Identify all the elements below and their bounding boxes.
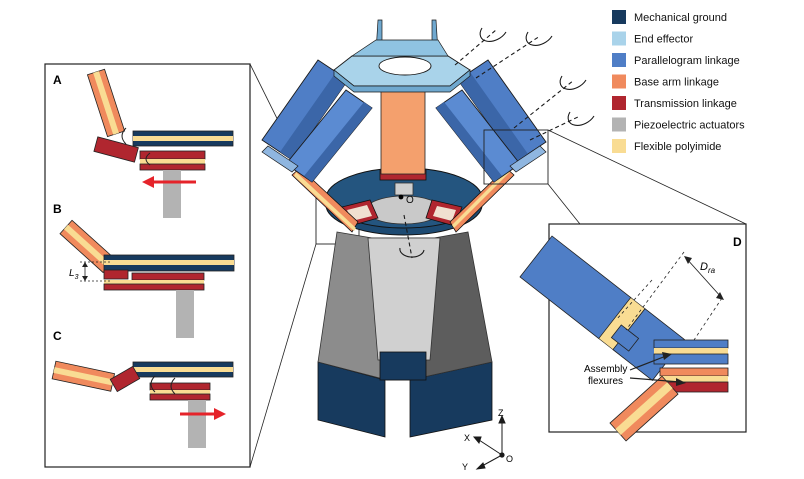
legend-label: End effector bbox=[634, 34, 693, 46]
parallelogram-left bbox=[261, 59, 373, 183]
panel-d-dimension-label: Dra bbox=[700, 261, 716, 275]
axis-origin-label: O bbox=[506, 454, 513, 464]
zoom-line-left-bottom bbox=[249, 243, 317, 468]
panel-b-dimension-label: L3 bbox=[69, 268, 79, 281]
panel-d-callout-line2: flexures bbox=[588, 376, 623, 387]
legend-label: Mechanical ground bbox=[634, 12, 727, 24]
panel-d-callout-line1: Assembly bbox=[584, 364, 627, 375]
legend-label: Piezoelectric actuators bbox=[634, 120, 745, 132]
panel-c-mechanism bbox=[51, 360, 234, 448]
panel-b-letter: B bbox=[53, 202, 62, 216]
legend-swatch bbox=[612, 74, 626, 89]
panel-a-red-arrow bbox=[142, 176, 196, 188]
panel-c-letter: C bbox=[53, 329, 62, 343]
zoom-box-right bbox=[483, 129, 549, 185]
axis-z-label: Z bbox=[498, 408, 504, 418]
center-origin-label: O bbox=[406, 195, 414, 206]
axis-x-label: X bbox=[464, 433, 470, 443]
legend-swatch bbox=[612, 53, 626, 67]
legend-label: Parallelogram linkage bbox=[634, 55, 740, 67]
legend-swatch bbox=[612, 10, 626, 24]
panel-a-mechanism bbox=[86, 68, 234, 218]
panel-b-mechanism bbox=[59, 219, 235, 338]
panel-a-letter: A bbox=[53, 73, 62, 87]
axis-origin-dot bbox=[499, 452, 505, 458]
panel-d-letter: D bbox=[733, 235, 742, 249]
legend-label: Base arm linkage bbox=[634, 77, 719, 89]
legend-swatch bbox=[612, 96, 626, 110]
legend-label: Transmission linkage bbox=[634, 98, 737, 110]
legend-label: Flexible polyimide bbox=[634, 141, 721, 153]
coordinate-axes bbox=[472, 414, 506, 470]
axis-y-label: Y bbox=[462, 462, 468, 472]
parallelogram-right bbox=[435, 59, 547, 183]
legend-swatch bbox=[612, 117, 626, 132]
rotation-indicators bbox=[399, 27, 595, 259]
legend-swatch bbox=[612, 139, 626, 153]
panel-d-mechanism bbox=[519, 235, 729, 442]
center-base-arm bbox=[380, 81, 426, 175]
legend-swatch bbox=[612, 31, 626, 46]
zoom-line-right-top bbox=[547, 129, 747, 225]
end-effector bbox=[333, 19, 471, 93]
panel-c-red-arrow bbox=[180, 408, 226, 420]
